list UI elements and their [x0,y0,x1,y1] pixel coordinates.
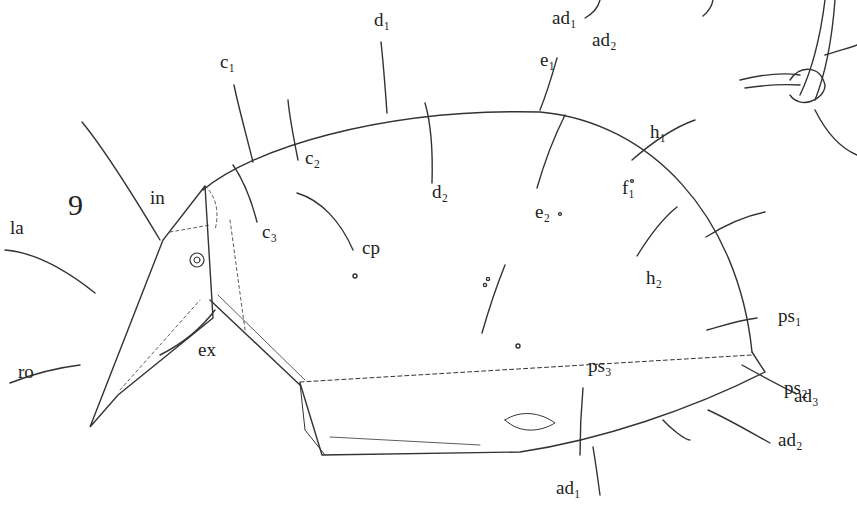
seta-label: ad₁ [556,478,581,497]
seta-label: e₂ [535,202,550,221]
seta-label: f₁ [622,178,635,197]
seta-label: ps₃ [588,356,612,375]
seta-label: ro [18,362,34,381]
seta-label: d₁ [374,10,390,29]
seta-label: cp [362,238,380,257]
seta-label: ad₁ [552,8,577,27]
seta-label: h₂ [646,268,662,287]
seta-label: ad₂ [592,30,617,49]
seta-label: ps₁ [778,306,802,325]
seta-label: la [10,218,24,237]
seta-label: c₁ [220,52,235,71]
seta-label: in [150,188,165,207]
seta-label: c₃ [262,222,277,241]
seta-label: ex [198,340,216,359]
seta-label: h₁ [650,122,666,141]
seta-label: d₂ [432,182,448,201]
seta-label: ad₃ [794,386,819,405]
seta-label: ad₂ [778,430,803,449]
seta-label: c₂ [305,148,320,167]
figure-number: 9 [68,190,83,220]
seta-label: e₁ [540,50,555,69]
